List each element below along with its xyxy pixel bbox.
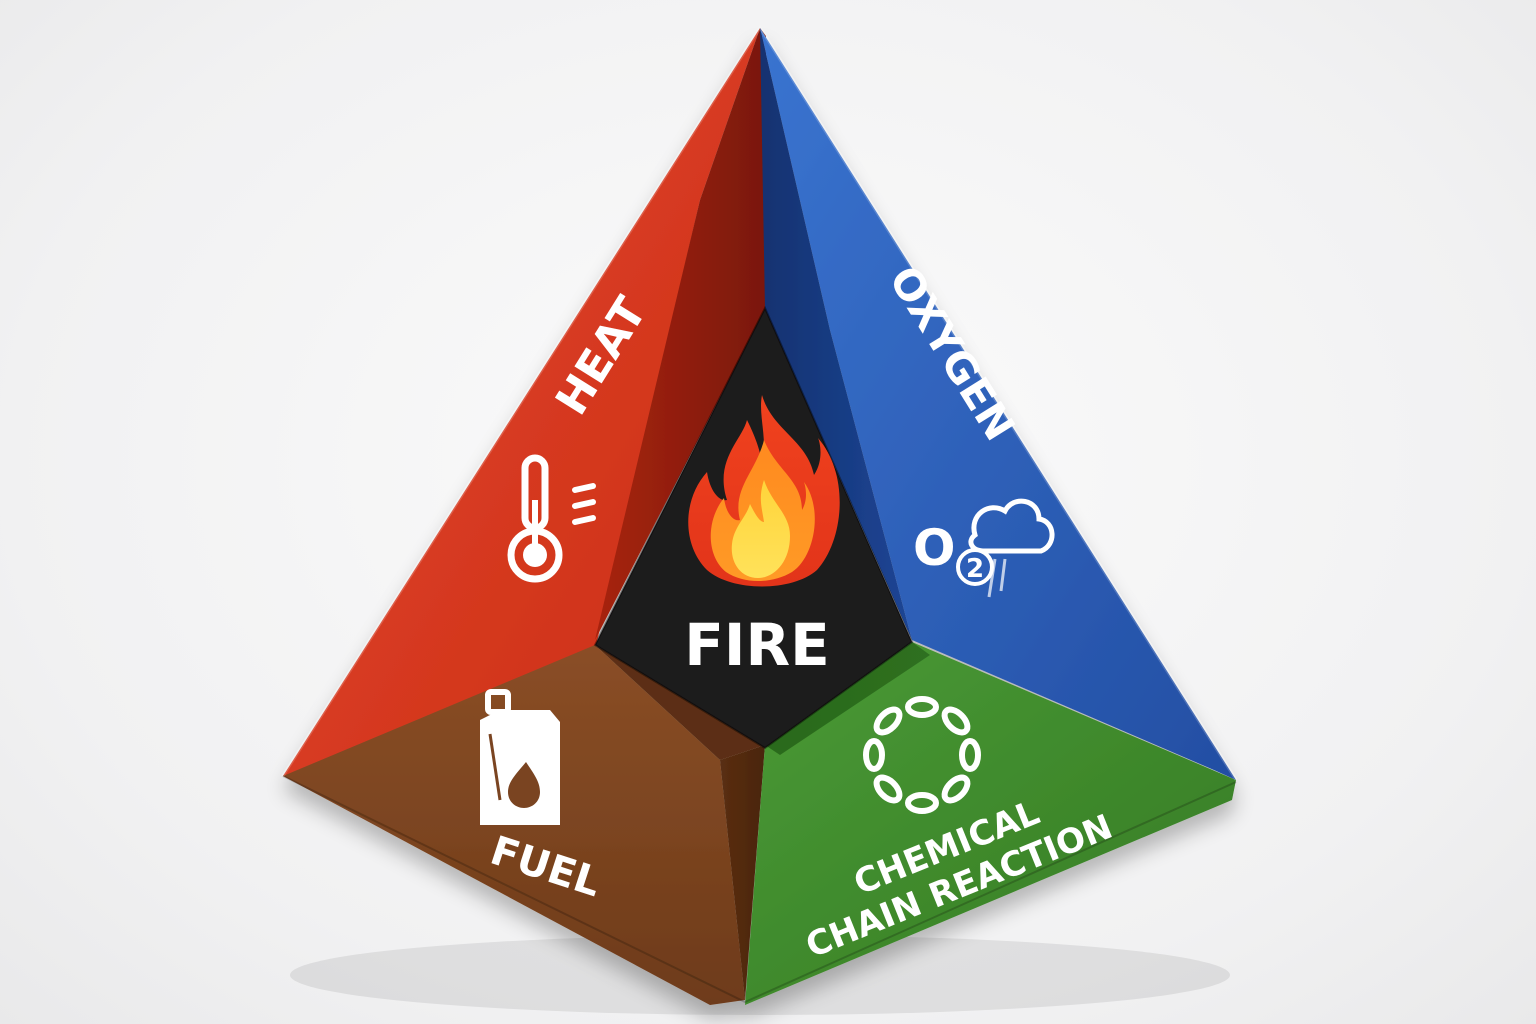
chain-inner-face bbox=[765, 642, 930, 755]
oxygen-inner-face bbox=[760, 28, 912, 640]
edge-highlight-left bbox=[281, 25, 1238, 781]
fire-group: FIRE bbox=[684, 395, 840, 679]
fuel-inner-face bbox=[595, 645, 765, 760]
chain-face bbox=[745, 642, 1236, 1005]
flame-icon bbox=[688, 395, 840, 587]
fire-label: FIRE bbox=[684, 611, 829, 679]
chain-ring-icon bbox=[863, 696, 981, 814]
heat-inner-face bbox=[595, 28, 766, 640]
edge-highlight-bottom bbox=[282, 775, 1237, 1004]
oxygen-cloud-icon: O 2 bbox=[913, 498, 1055, 598]
fire-center-rim bbox=[593, 305, 914, 750]
oxygen-formula-sub: 2 bbox=[966, 554, 984, 584]
fuel-group: FUEL bbox=[480, 689, 606, 906]
heat-face bbox=[283, 28, 760, 800]
thermometer-icon bbox=[507, 454, 596, 583]
fuel-edge bbox=[720, 745, 765, 1000]
oxygen-formula: O bbox=[913, 519, 956, 577]
fuel-can-icon bbox=[480, 689, 560, 825]
